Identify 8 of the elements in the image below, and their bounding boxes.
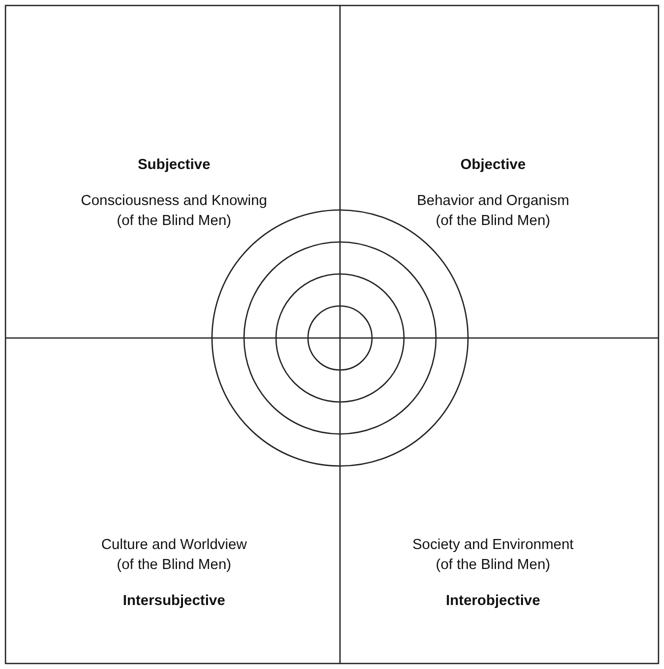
- quadrant-description: Behavior and Organism (of the Blind Men): [416, 192, 570, 231]
- quadrant-heading: Intersubjective: [122, 592, 226, 611]
- quadrant-description: Culture and Worldview (of the Blind Men): [100, 536, 248, 575]
- quadrant-description: Consciousness and Knowing (of the Blind Men): [80, 192, 268, 231]
- quadrant-heading: Interobjective: [446, 592, 540, 611]
- quadrant-heading: Objective: [460, 156, 526, 175]
- quadrant-description: Society and Environment (of the Blind Men): [411, 536, 575, 575]
- quadrant-heading: Subjective: [138, 156, 210, 175]
